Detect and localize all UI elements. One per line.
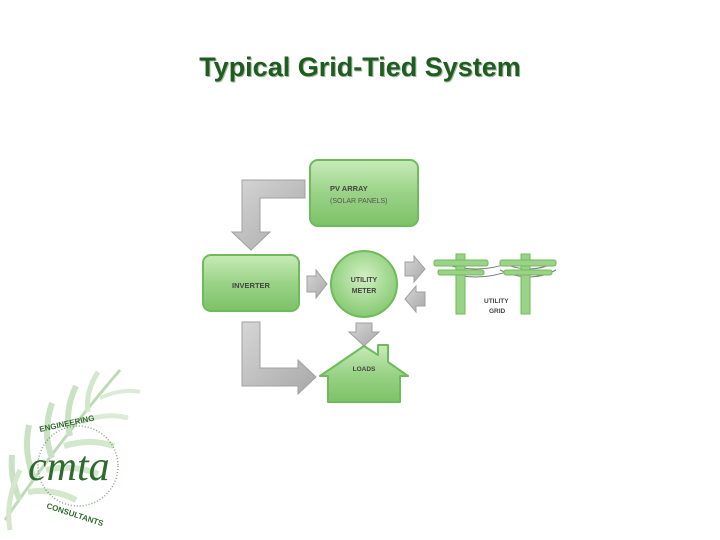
arrow-grid-to-meter — [404, 284, 426, 314]
loads-house: LOADS — [319, 344, 409, 403]
logo-text: cmta — [28, 444, 110, 490]
slide-title: Typical Grid-Tied System — [199, 52, 521, 82]
utility-meter: UTILITY METER — [330, 250, 398, 318]
pv-array-label: PV ARRAY — [330, 184, 368, 193]
grid-label-1: UTILITY — [484, 298, 509, 305]
arrow-meter-to-loads — [347, 322, 381, 347]
pv-array-sublabel: (SOLAR PANELS) — [330, 198, 387, 205]
arrow-meter-to-grid — [404, 254, 426, 284]
fern-decoration — [3, 369, 141, 531]
arrow-inverter-to-meter — [306, 268, 328, 300]
pv-array-box: PV ARRAY (SOLAR PANELS) — [309, 159, 419, 227]
loads-label: LOADS — [353, 366, 376, 373]
utility-grid-poles: UTILITY GRID — [433, 253, 557, 315]
inverter-label: INVERTER — [232, 281, 271, 290]
grid-label-2: GRID — [489, 308, 506, 315]
meter-label-1: UTILITY — [351, 277, 378, 284]
meter-label-2: METER — [352, 288, 377, 295]
cmta-logo: ENGINEERING CONSULTANTS cmta — [28, 414, 119, 528]
inverter-box: INVERTER — [202, 254, 300, 312]
arrow-pv-to-inverter — [230, 179, 306, 251]
arrow-inverter-to-loads — [241, 321, 317, 396]
logo-ring-bottom: CONSULTANTS — [45, 501, 105, 528]
